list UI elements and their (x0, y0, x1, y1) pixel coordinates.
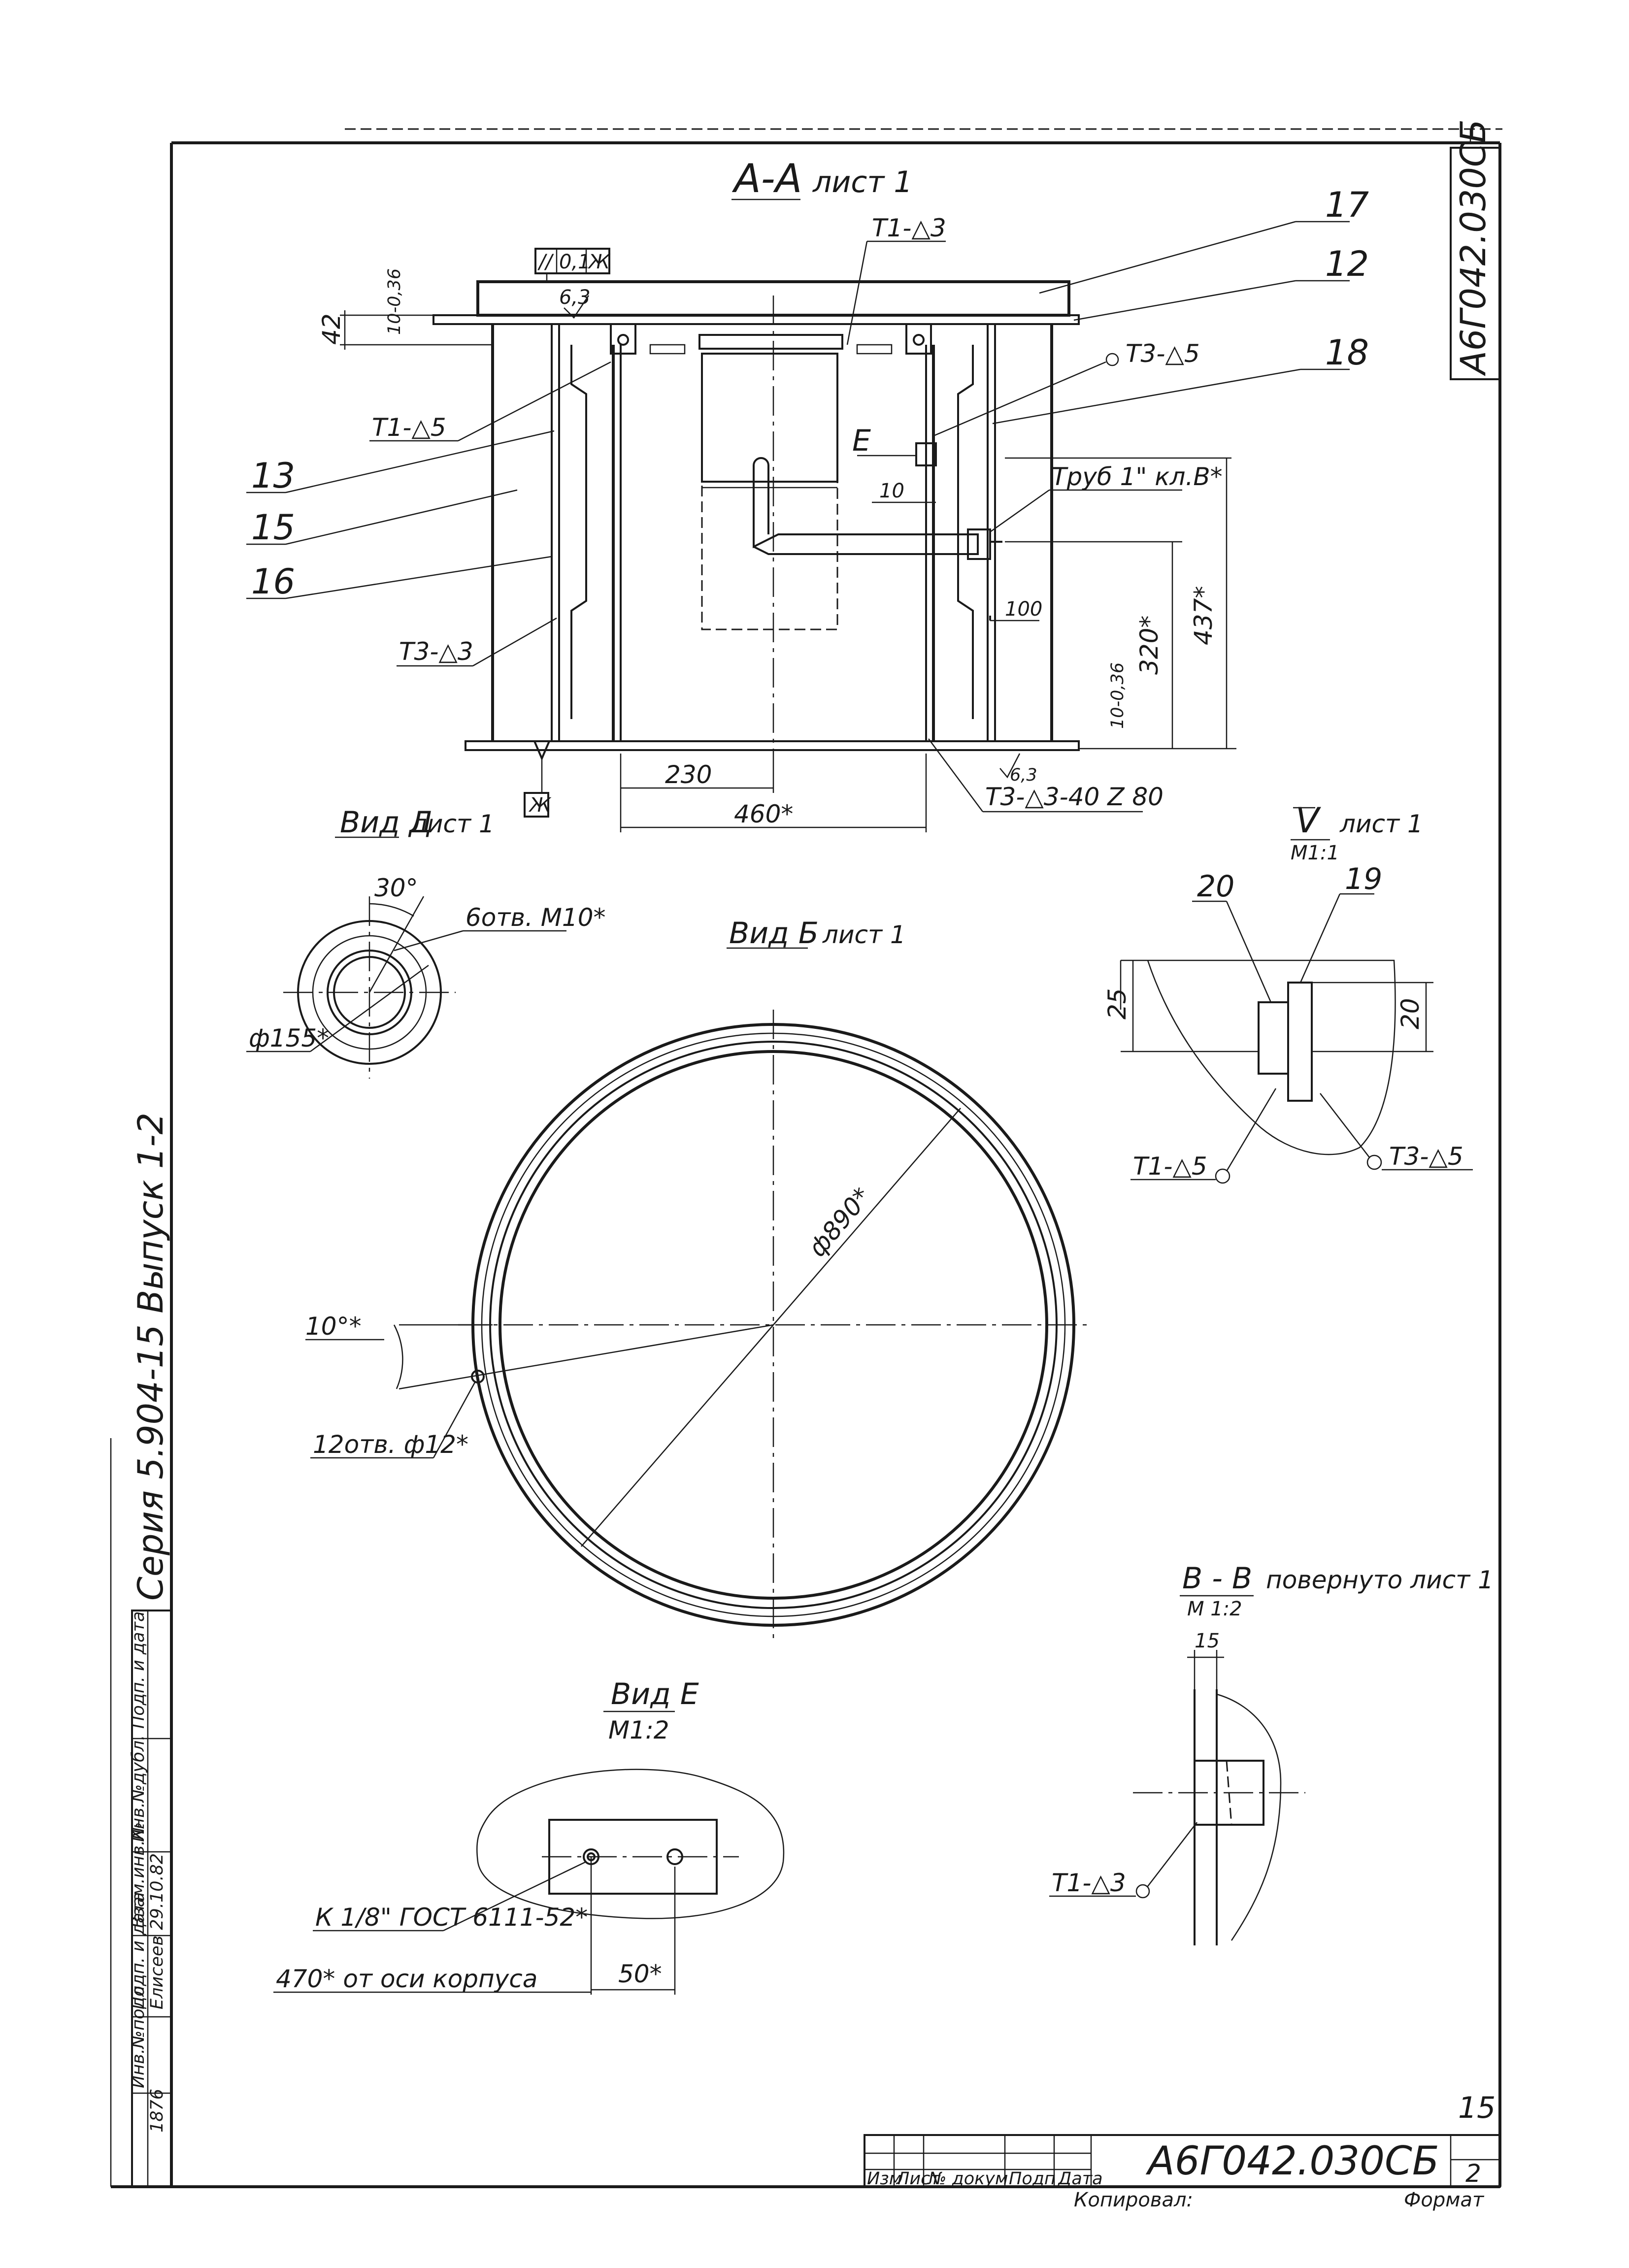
dim-460: 460* (734, 800, 793, 828)
stamp-cell-podp-data: Подп. и дата (129, 1892, 148, 2009)
dim-42: 42 (317, 313, 346, 345)
series-label: Серия 5.904-15 Выпуск 1-2 (131, 1113, 171, 1601)
tb-col-dokum: № докум (928, 2169, 1008, 2189)
side-stamp: Подп. и дата Инв.№дубл. Взам.инв.№ Подп.… (129, 1610, 172, 2188)
datum-zh: Ж (528, 794, 552, 817)
tol-parallel: // (537, 251, 554, 273)
section-vv-weld: Т1-△3 (1052, 1869, 1126, 1897)
callout-18: 18 (1325, 332, 1369, 373)
view-d-title: Вид Д (340, 805, 432, 840)
view-d-holes: 6отв. М10* (465, 903, 606, 932)
roughness-top: 6,3 (559, 286, 591, 309)
section-vv-scale: М 1:2 (1187, 1598, 1242, 1620)
section-aa-sheet-ref: лист 1 (812, 165, 913, 199)
pipe-label: Труб 1" кл.В* (1052, 462, 1223, 491)
view-b-holes: 12отв. ф12* (313, 1430, 468, 1459)
view-v: V лист 1 М1:1 25 20 20 19 Т1-△5 Т3-△5 (1103, 800, 1473, 1184)
label-e: Е (852, 424, 871, 458)
view-d: Вид Д лист 1 30° 6отв. М10* ф155* (246, 805, 606, 1079)
view-b-diameter: ф890* (803, 1182, 876, 1262)
dim-437: 437* (1189, 586, 1218, 645)
callout-13: 13 (251, 456, 295, 496)
weld-t1-3-top: Т1-△3 (872, 214, 946, 242)
view-e-title: Вид Е (611, 1677, 699, 1711)
drawing-code-box: А6Г042.030СБ (1450, 119, 1501, 380)
view-v-dim-25: 25 (1103, 988, 1131, 1019)
tb-col-podp: Подп (1009, 2169, 1056, 2189)
view-b-angle: 10°* (305, 1312, 362, 1341)
view-e: Вид Е М1:2 50* К 1/8" ГОСТ 6111-52* 470*… (273, 1677, 785, 1995)
sheet-number: 2 (1465, 2159, 1481, 2188)
tol-top-thickness: 10-0,36 (385, 268, 404, 335)
section-vv-title: В - В (1182, 1561, 1252, 1596)
weld-bottom: Т3-△3-40 Z 80 (985, 783, 1164, 811)
view-d-angle: 30° (374, 874, 418, 902)
view-v-weld-left: Т1-△5 (1133, 1152, 1207, 1181)
stamp-value-signature: Елисеев 29.10.82 (147, 1853, 167, 2009)
tol-value: 0,1 (559, 251, 591, 273)
weld-t3-5-right: Т3-△5 (1126, 339, 1200, 368)
title-block: Изм Лист № докум Подп Дата А6Г042.030СБ … (864, 2091, 1501, 2211)
stamp-cell-inv-podl: Инв.№подл. (129, 1980, 148, 2088)
tb-col-izm: Изм (867, 2169, 902, 2189)
weld-t1-5-left: Т1-△5 (372, 413, 446, 442)
dim-230: 230 (665, 760, 712, 789)
dim-10-small: 10 (879, 480, 904, 502)
roughness-bottom: 6,3 (1010, 765, 1037, 785)
stamp-cell-inv-dubl: Инв.№дубл. (129, 1735, 148, 1842)
view-v-weld-right: Т3-△5 (1389, 1142, 1463, 1171)
view-v-scale: М1:1 (1291, 842, 1339, 864)
tol-bottom-thickness: 10-0,36 (1108, 662, 1128, 729)
view-e-scale: М1:2 (608, 1716, 669, 1744)
dim-100: 100 (1005, 598, 1042, 621)
page-number: 15 (1458, 2091, 1496, 2125)
format-label: Формат (1404, 2189, 1485, 2211)
callout-17: 17 (1325, 185, 1369, 225)
dim-320: 320* (1135, 616, 1164, 675)
stamp-cell-podp-data-2: Подп. и дата (129, 1611, 148, 1729)
view-e-dim-50: 50* (618, 1960, 662, 1988)
tol-datum: Ж (587, 251, 611, 273)
section-vv-rotated: повернуто лист 1 (1266, 1566, 1494, 1594)
tb-col-data: Дата (1057, 2169, 1103, 2189)
copied-label: Копировал: (1074, 2189, 1193, 2211)
view-v-title: V (1296, 800, 1321, 841)
view-v-callout-20: 20 (1197, 869, 1234, 904)
weld-t3-3-left: Т3-△3 (399, 637, 473, 666)
callout-15: 15 (251, 507, 295, 548)
title-block-code: А6Г042.030СБ (1145, 2138, 1439, 2184)
tb-col-list: Лист (896, 2169, 941, 2189)
section-vv: В - В повернуто лист 1 М 1:2 15 Т1-△3 (1049, 1561, 1494, 1945)
stamp-value-inv: 1876 (147, 2089, 167, 2133)
view-b-title: Вид Б (729, 916, 819, 951)
view-d-sheet-ref: лист 1 (411, 810, 495, 838)
view-b-sheet-ref: лист 1 (822, 920, 906, 949)
view-v-callout-19: 19 (1345, 862, 1382, 896)
view-d-diameter: ф155* (249, 1024, 329, 1052)
view-e-offset: 470* от оси корпуса (276, 1965, 537, 1993)
view-v-sheet-ref: лист 1 (1339, 810, 1423, 838)
view-b: Вид Б лист 1 ф890* 10°* 12отв. ф12* (305, 916, 1091, 1640)
section-aa-title: А-А (731, 156, 802, 201)
section-aa: А-А лист 1 (246, 156, 1369, 832)
drawing-code-vertical: А6Г042.030СБ (1453, 119, 1494, 376)
callout-16: 16 (251, 561, 295, 602)
section-vv-dim-15: 15 (1195, 1630, 1220, 1652)
callout-12: 12 (1325, 244, 1369, 284)
stamp-cell-vzam-inv: Взам.инв.№ (129, 1822, 148, 1928)
view-v-dim-20: 20 (1396, 998, 1425, 1029)
sheet-frame (110, 128, 1502, 2188)
